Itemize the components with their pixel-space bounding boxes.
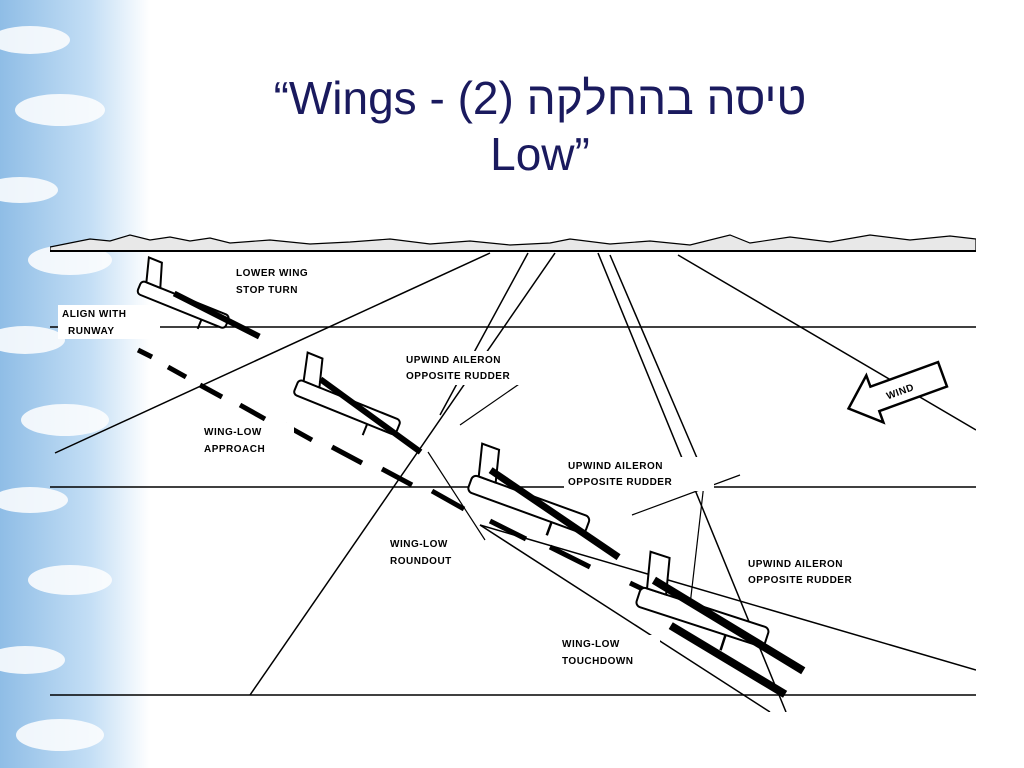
runway-centerline	[136, 347, 682, 610]
airplane-1	[136, 255, 261, 340]
slide-title: “Wings - (2) טיסה בהחלקה Low”	[120, 70, 960, 182]
sky-background	[0, 0, 150, 768]
wind-arrow: WIND	[846, 360, 949, 425]
label-opposite-rudder-2: OPPOSITE RUDDER	[568, 477, 672, 488]
label-approach: APPROACH	[204, 444, 265, 455]
airplane-2	[293, 351, 423, 455]
label-wing-low-touchdown-1: WING-LOW	[562, 639, 620, 650]
label-wing-low-roundout-1: WING-LOW	[390, 539, 448, 550]
airplane-3	[467, 442, 621, 561]
diagram-labels: LOWER WING STOP TURN ALIGN WITH RUNWAY U…	[58, 265, 894, 669]
label-opposite-rudder-3: OPPOSITE RUDDER	[748, 575, 852, 586]
label-upwind-aileron-1: UPWIND AILERON	[406, 355, 501, 366]
pointer-lines	[427, 379, 741, 606]
label-stop-turn: STOP TURN	[236, 285, 298, 296]
label-upwind-aileron-2: UPWIND AILERON	[568, 461, 663, 472]
wing-low-landing-diagram: WIND LOWER WING STOP TURN ALIGN WITH RUN…	[50, 234, 976, 712]
horizon-mountains	[50, 234, 976, 252]
slide-title-line-2: Low”	[490, 128, 590, 180]
slide-title-line-1: “Wings - (2) טיסה בהחלקה	[273, 72, 807, 124]
label-touchdown: TOUCHDOWN	[562, 656, 634, 667]
airplane-4	[635, 550, 806, 698]
label-wing-low-approach-1: WING-LOW	[204, 427, 262, 438]
label-runway: RUNWAY	[68, 326, 115, 337]
label-upwind-aileron-3: UPWIND AILERON	[748, 559, 843, 570]
label-opposite-rudder-1: OPPOSITE RUDDER	[406, 371, 510, 382]
label-lower-wing: LOWER WING	[236, 268, 308, 279]
runway-edges	[54, 252, 976, 712]
label-align-with: ALIGN WITH	[62, 309, 126, 320]
label-roundout: ROUNDOUT	[390, 556, 452, 567]
